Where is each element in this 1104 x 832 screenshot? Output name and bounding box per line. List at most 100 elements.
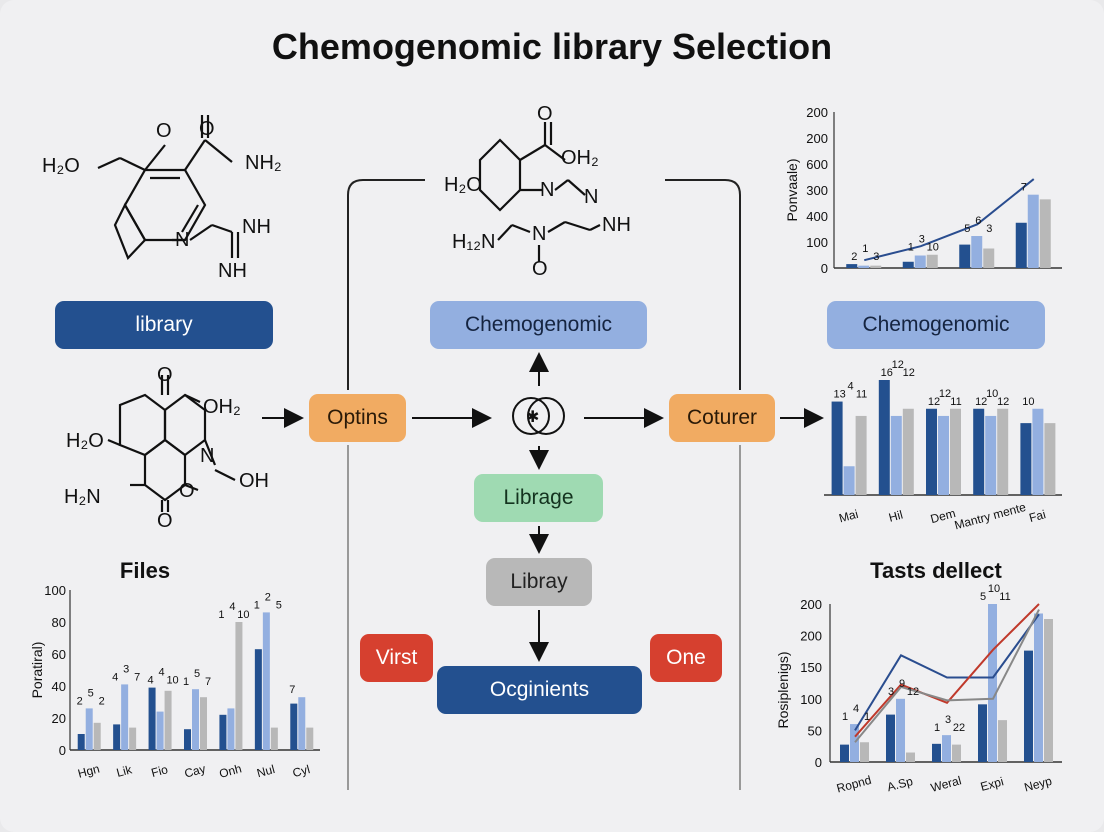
- chart-3-bar: [1034, 613, 1043, 762]
- center-symbol: ✱: [526, 409, 539, 426]
- chart-3-bar: [850, 724, 859, 762]
- chart-0-bar: [926, 254, 938, 268]
- mol3-n: N: [532, 223, 547, 245]
- mol2-oh2: OH₂: [561, 147, 599, 169]
- chart-2-category: Lik: [115, 762, 134, 780]
- libray-box[interactable]: Libray: [486, 558, 592, 606]
- chart-1-category: Dem: [929, 506, 957, 526]
- chart-0-bar: [846, 264, 858, 268]
- chart-1-bar: [902, 408, 914, 495]
- chart-3-bar: [886, 714, 895, 762]
- chart-0-bar: [914, 255, 926, 268]
- chart-1-bar: [843, 466, 855, 495]
- chart-3-bar: [906, 752, 915, 762]
- chart-0-ytick: 0: [821, 261, 828, 276]
- center-node: [512, 397, 565, 435]
- chart-3-data-label: 11: [999, 591, 1010, 603]
- chart-2-bar: [235, 622, 243, 750]
- chart-3-ytick: 50: [808, 723, 822, 738]
- chart-2-bar: [184, 729, 191, 750]
- chart-2-bar: [164, 690, 172, 750]
- chart-2-bar: [262, 612, 270, 750]
- chart-2-ytick: 20: [52, 711, 66, 726]
- chart-1-data-label: 12: [939, 388, 951, 400]
- mol4-n: N: [200, 445, 215, 467]
- chart-1-data-label: 16: [881, 367, 893, 379]
- chemogenomic-box-center[interactable]: Chemogenomic: [430, 301, 647, 349]
- mol3-o: O: [532, 258, 548, 280]
- chart-1-bar: [926, 408, 937, 495]
- mol1-o2: O: [199, 118, 215, 140]
- chart-1-category: Mai: [837, 507, 859, 526]
- mol4-h2n: H₂N: [64, 486, 101, 508]
- virst-box[interactable]: Virst: [360, 634, 433, 682]
- chart-2-bar: [77, 734, 85, 750]
- chart-3-bar: [932, 743, 941, 762]
- chart-3-data-label: 10: [988, 583, 1000, 595]
- mol1-nh2: NH₂: [245, 152, 282, 174]
- mol4-o-ring: O: [179, 480, 195, 502]
- chart-2-category: Onh: [218, 761, 244, 780]
- chart-3-series-line: [854, 613, 1040, 731]
- chart-2-category: Fio: [150, 762, 170, 780]
- molecule-4: [107, 375, 236, 512]
- ocginients-box[interactable]: Ocginients: [437, 666, 642, 714]
- chart-2-data-label: 5: [276, 599, 282, 611]
- chart-3-bar: [1024, 650, 1033, 762]
- optins-box[interactable]: Optins: [309, 394, 406, 442]
- mol1-h2o: H₂O: [42, 155, 80, 177]
- chart-0-data-label: 3: [986, 223, 992, 235]
- chart-2-bar: [298, 697, 306, 750]
- chart-3-data-label: 9: [899, 678, 905, 690]
- chart-2-data-label: 7: [205, 676, 211, 688]
- mol3-h12n: H₁₂N: [452, 231, 496, 253]
- mol2-h2o: H₂O: [444, 174, 482, 196]
- chart-2-bar: [121, 684, 129, 750]
- mol4-o-bottom: O: [157, 510, 173, 532]
- chart-1-bar: [831, 401, 843, 495]
- chemogenomic-box-right[interactable]: Chemogenomic: [827, 301, 1045, 349]
- chart-0-data-label: 3: [919, 234, 925, 246]
- chart-0-series-line: [864, 178, 1035, 262]
- chart-3-ytick: 0: [815, 755, 822, 770]
- coturer-box[interactable]: Coturer: [669, 394, 775, 442]
- chart-2-bar: [270, 727, 278, 750]
- chart-0-ylabel: Ponvaale): [784, 158, 800, 221]
- chart-1-bar: [1032, 408, 1044, 495]
- chart-2-category: Cyl: [291, 762, 311, 780]
- library-box[interactable]: library: [55, 301, 273, 349]
- chart-0-bar: [858, 265, 870, 268]
- chart-3-data-label: 1: [842, 711, 848, 723]
- chart-2-data-label: 3: [123, 663, 129, 675]
- chart-3-bar: [978, 704, 987, 762]
- chart-1-data-label: 12: [928, 396, 940, 408]
- chart-2-bar: [93, 722, 101, 750]
- chart-0-bar: [959, 244, 971, 268]
- chart-0-ytick: 200: [806, 131, 828, 146]
- chart-2-ytick: 80: [52, 615, 66, 630]
- chart-0-data-label: 1: [908, 242, 914, 254]
- chart-3-series-line: [854, 603, 1040, 738]
- chart-3-ylabel: Rosiplenigs): [775, 651, 791, 728]
- chart-2-bar: [148, 687, 156, 750]
- chart-3-bar: [942, 735, 951, 762]
- chart-2-data-label: 5: [88, 687, 94, 699]
- librage-box[interactable]: Librage: [474, 474, 603, 522]
- page-title: Chemogenomic library Selection: [271, 26, 833, 67]
- chart-2-bar: [306, 727, 314, 750]
- chart-3-data-label: 3: [945, 714, 951, 726]
- mol4-h2o: H₂O: [66, 430, 104, 452]
- chart-3-data-label: 4: [853, 703, 859, 715]
- chart-0-ytick: 600: [806, 157, 828, 172]
- chart-2-ytick: 0: [59, 743, 66, 758]
- chart-1-category: Fai: [1028, 507, 1048, 525]
- chart-2-data-label: 10: [166, 675, 178, 687]
- chart-1-data-label: 12: [892, 359, 904, 371]
- chart-0-bar: [1015, 222, 1027, 268]
- one-box[interactable]: One: [650, 634, 722, 682]
- chart-3-data-label: 1: [864, 711, 870, 723]
- mol3-nh: NH: [602, 214, 631, 236]
